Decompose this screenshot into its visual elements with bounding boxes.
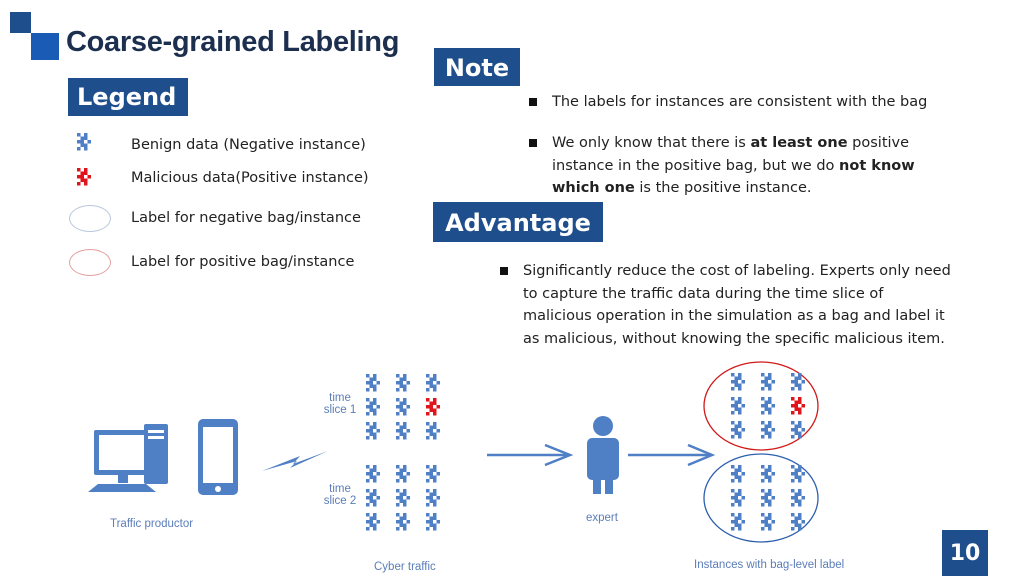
arrow-to-instances-icon [628,443,716,467]
benign-data-icon [77,133,91,151]
benign-instance-icon [731,373,745,391]
benign-instance-icon [791,421,805,439]
legend-item-malicious: Malicious data(Positive instance) [131,170,369,186]
malicious-instance-icon [426,398,440,416]
benign-instance-icon [731,465,745,483]
smartphone-icon [198,419,238,495]
malicious-instance-icon [77,168,91,186]
arrow-to-expert-icon [487,443,574,467]
benign-instance-icon [366,513,380,531]
advantage-heading: Advantage [433,202,603,242]
benign-instance-icon [731,421,745,439]
legend-heading: Legend [68,78,188,116]
bullet-square-icon [500,267,508,275]
logo-square-small [10,12,31,33]
benign-instance-icon [761,489,775,507]
bullet-square-icon [529,139,537,147]
benign-instance-icon [366,465,380,483]
desktop-computer-icon [88,424,168,492]
legend-item-negative-bag: Label for negative bag/instance [131,210,361,226]
benign-instance-icon [791,373,805,391]
benign-instance-icon [791,513,805,531]
benign-instance-icon [396,465,410,483]
bullet-square-icon [529,98,537,106]
time-slice-2-grid [366,465,440,531]
negative-bag-ellipse-icon [69,205,111,232]
malicious-data-icon [77,168,91,186]
legend-item-benign: Benign data (Negative instance) [131,137,366,153]
benign-instance-icon [366,489,380,507]
benign-instance-icon [396,489,410,507]
benign-instance-icon [426,422,440,440]
wireless-signal-icon [262,451,328,471]
benign-instance-icon [761,373,775,391]
benign-instance-icon [366,422,380,440]
benign-instance-icon [761,397,775,415]
page-number: 10 [942,530,988,576]
benign-instance-icon [426,465,440,483]
negative-bag-grid [731,465,805,531]
benign-instance-icon [396,513,410,531]
expert-label: expert [586,512,618,524]
benign-instance-icon [396,374,410,392]
benign-instance-icon [791,489,805,507]
legend-item-positive-bag: Label for positive bag/instance [131,254,355,270]
benign-instance-icon [761,513,775,531]
benign-instance-icon [77,133,91,151]
instances-caption: Instances with bag-level label [694,559,845,571]
benign-instance-icon [426,374,440,392]
page-title: Coarse-grained Labeling [66,26,400,58]
benign-instance-icon [426,513,440,531]
traffic-productor-label: Traffic productor [110,518,194,530]
negative-bag-ellipse [703,453,819,543]
benign-instance-icon [366,374,380,392]
time-slice-1-grid [366,374,440,440]
note-bullet-1: The labels for instances are consistent … [552,94,928,110]
logo-square-large [31,33,59,60]
benign-instance-icon [731,397,745,415]
benign-instance-icon [426,489,440,507]
positive-bag-grid [731,373,805,439]
cyber-traffic-label: Cyber traffic [374,561,436,573]
benign-instance-icon [761,421,775,439]
benign-instance-icon [761,465,775,483]
note-bullet-2: We only know that there is at least one … [552,135,915,196]
benign-instance-icon [396,422,410,440]
malicious-instance-icon [791,397,805,415]
benign-instance-icon [366,398,380,416]
positive-bag-ellipse [703,361,819,451]
expert-person-icon [587,416,619,494]
note-heading: Note [434,48,520,86]
benign-instance-icon [731,513,745,531]
advantage-text: Significantly reduce the cost of labelin… [523,263,951,347]
benign-instance-icon [791,465,805,483]
benign-instance-icon [731,489,745,507]
benign-instance-icon [396,398,410,416]
positive-bag-ellipse-icon [69,249,111,276]
